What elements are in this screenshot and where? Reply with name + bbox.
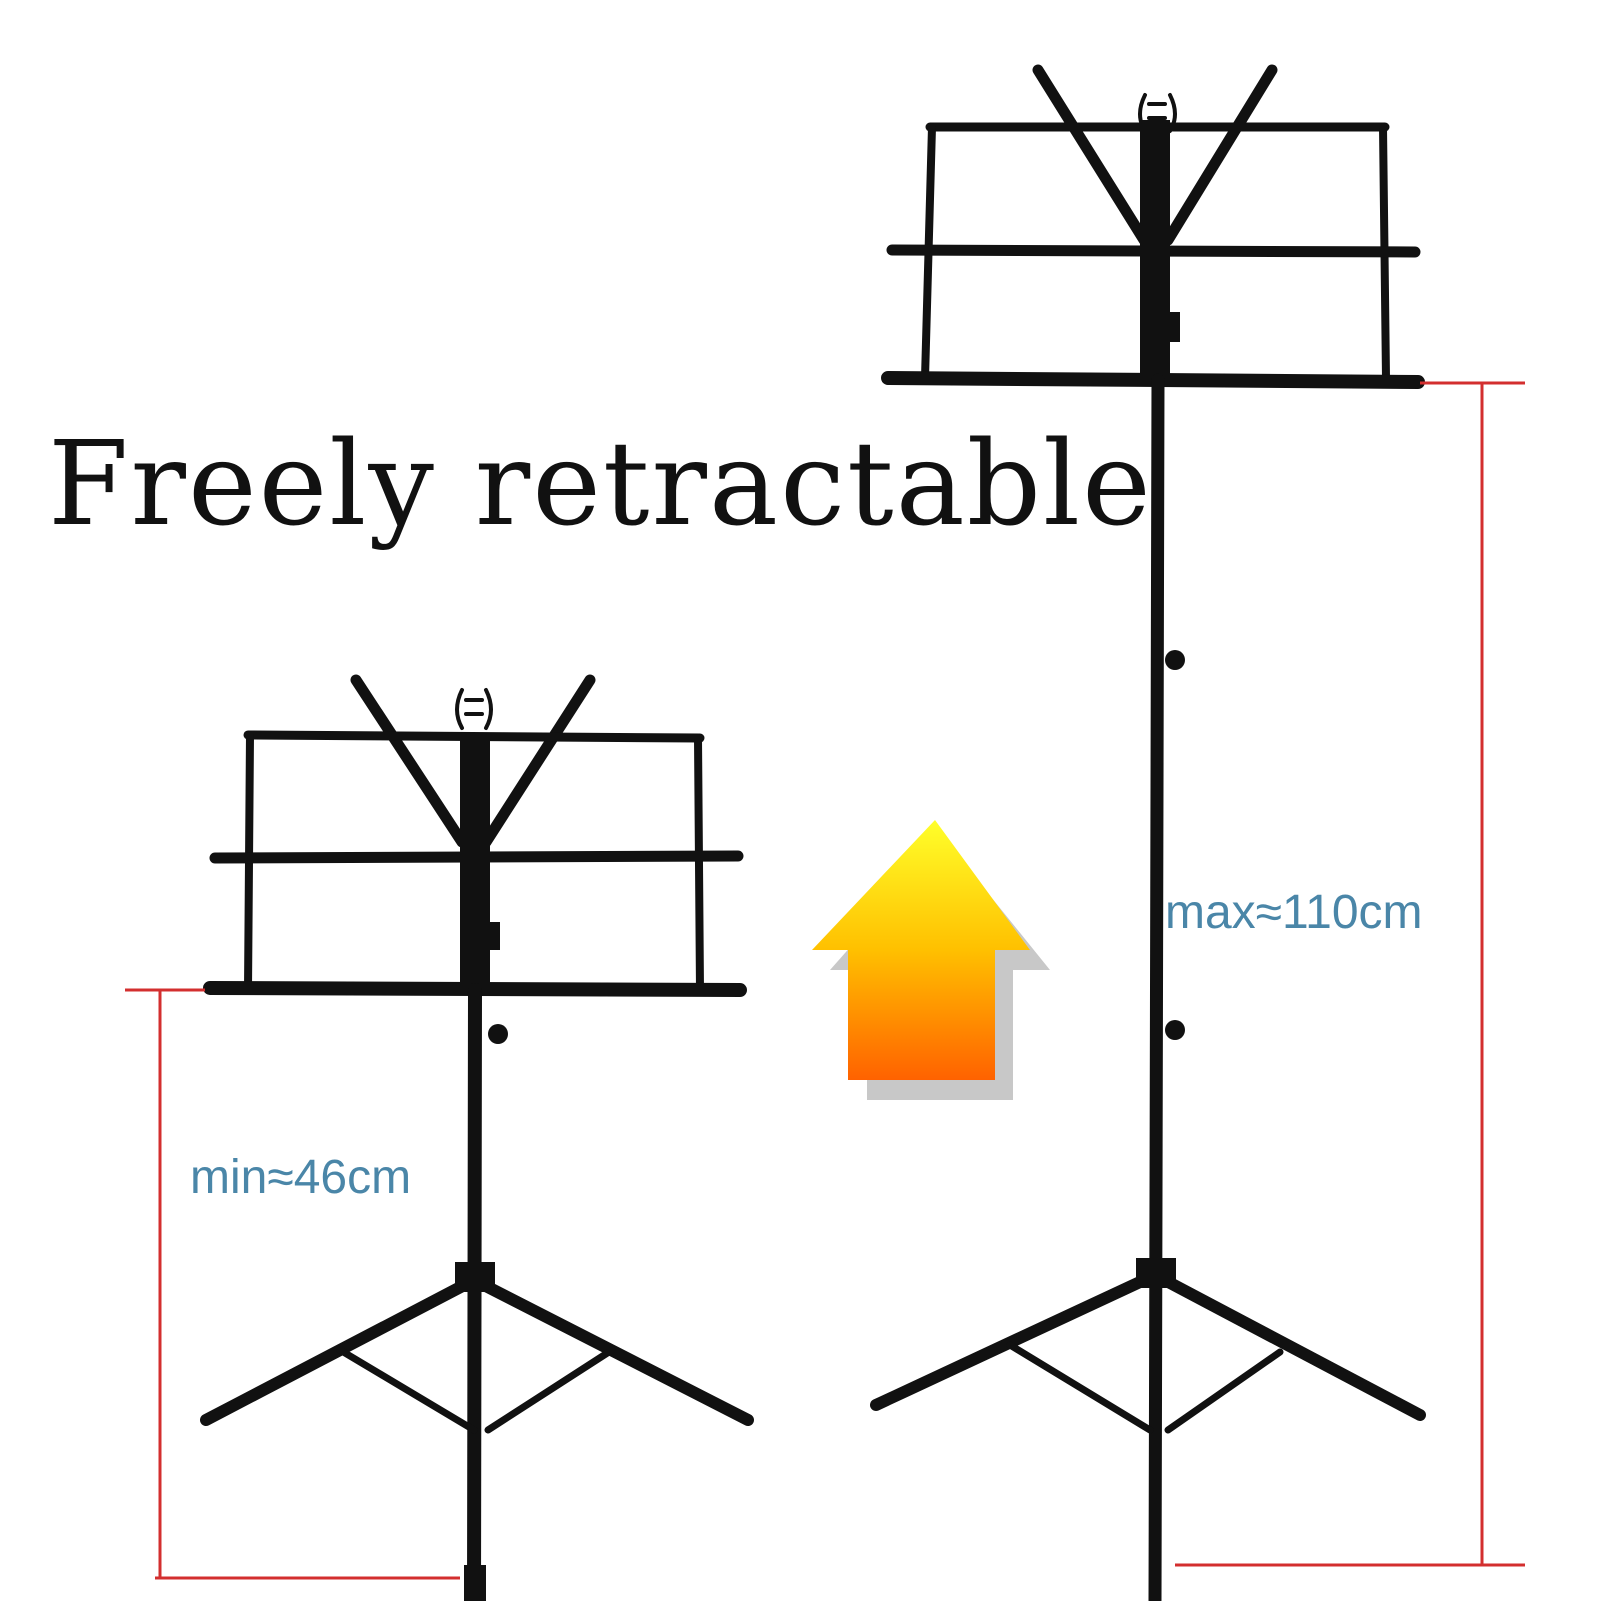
- music-stand-short: [200, 674, 754, 1601]
- dimension-min: [125, 988, 460, 1580]
- headline: Freely retractable: [48, 417, 1153, 552]
- max-height-label: max≈110cm: [1165, 886, 1423, 939]
- dimension-max: [1175, 381, 1525, 1567]
- up-arrow-icon: [812, 820, 1050, 1100]
- music-stand-tall: [870, 64, 1426, 1601]
- min-height-label: min≈46cm: [190, 1151, 412, 1204]
